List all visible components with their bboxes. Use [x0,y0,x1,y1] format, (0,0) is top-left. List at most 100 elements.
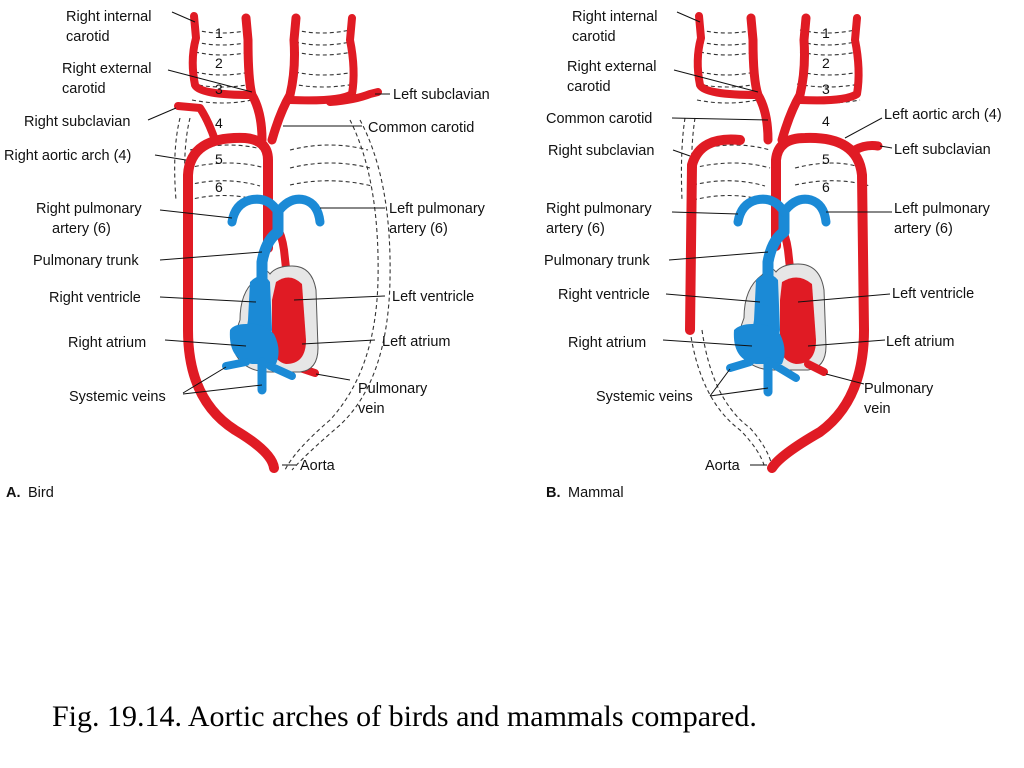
mammal-arch-number: 1 [822,25,830,41]
bird-arch-number: 2 [215,55,223,71]
mammal-left-ventricle-fill [780,277,816,364]
bird-leader-lines [147,11,390,466]
mammal-systemic-vein-right [772,362,800,382]
label-pulmonary-trunk: Pulmonary trunk [544,253,650,269]
label-aorta: Aorta [705,458,741,474]
bird-arch-number: 1 [215,25,223,41]
label-common-carotid: Common carotid [546,111,652,127]
label-right-pulmonary-artery: artery (6) [546,221,605,237]
bird-left-subclavian-vessel [286,14,358,105]
panel-bird: 1 2 3 4 5 6 R [4,9,490,501]
bird-right-subclavian [174,102,219,144]
bird-right-atrium-shape [229,323,279,364]
figure-caption: Fig. 19.14. Aortic arches of birds and m… [52,700,757,733]
mammal-panel-title: B. Mammal [546,485,624,501]
label-right-external-carotid: carotid [567,79,611,95]
mammal-arch-number: 4 [822,113,830,129]
mammal-arch-number: 3 [822,81,830,97]
label-right-ventricle: Right ventricle [49,290,141,306]
bird-arteries [174,12,382,473]
bird-arch-numbers: 1 2 3 4 5 6 [215,25,223,195]
label-left-ventricle: Left ventricle [392,289,474,305]
bird-left-ventricle-fill [272,277,306,364]
bird-labels: Right internal carotid Right external ca… [4,9,490,474]
label-pulmonary-trunk: Pulmonary trunk [33,253,139,269]
mammal-left-pulmonary-artery-vessel [779,194,831,227]
mammal-arch-number: 2 [822,55,830,71]
label-right-atrium: Right atrium [68,335,146,351]
mammal-right-subclavian [685,134,745,335]
mammal-left-external-vessel [796,14,863,105]
label-right-subclavian: Right subclavian [24,114,130,130]
label-right-aortic-arch: Right aortic arch (4) [4,148,131,164]
bird-arch-number: 5 [215,151,223,167]
label-left-subclavian: Left subclavian [393,87,490,103]
bird-pulmonary-trunk-vessel [256,204,284,296]
mammal-arch-number: 5 [822,151,830,167]
label-pulmonary-vein: vein [358,401,385,417]
label-pulmonary-vein: Pulmonary [358,381,428,397]
label-left-subclavian: Left subclavian [894,142,991,158]
bird-veins [222,194,325,395]
label-systemic-veins: Systemic veins [69,389,166,405]
label-right-internal-carotid: carotid [66,29,110,45]
mammal-labels: Right internal carotid Right external ca… [544,9,1002,474]
mammal-leader-lines [662,11,893,466]
label-right-ventricle: Right ventricle [558,287,650,303]
label-right-atrium: Right atrium [568,335,646,351]
mammal-arteries [685,12,883,473]
panel-name: Bird [28,485,54,501]
label-common-carotid: Common carotid [368,120,474,136]
label-pulmonary-vein: vein [864,401,891,417]
bird-left-pulmonary-artery-vessel [273,194,325,227]
label-left-pulmonary-artery: artery (6) [389,221,448,237]
bird-right-internal-carotid [188,12,256,99]
mammal-right-internal-carotid [693,12,762,99]
panel-name: Mammal [568,485,624,501]
panel-mammal: 1 2 3 4 5 6 R [544,9,1002,501]
label-left-pulmonary-artery: Left pulmonary [894,201,991,217]
mammal-left-aortic-arch [767,132,869,473]
label-right-external-carotid: Right external [567,59,656,75]
mammal-right-pulmonary-artery-vessel [733,194,789,227]
mammal-arch-numbers: 1 2 3 4 5 6 [822,25,830,195]
mammal-pulmonary-trunk-vessel [762,204,790,296]
label-right-internal-carotid: Right internal [66,9,151,25]
mammal-systemic-vein-left [726,358,754,372]
label-right-internal-carotid: carotid [572,29,616,45]
label-right-external-carotid: Right external [62,61,151,77]
label-left-ventricle: Left ventricle [892,286,974,302]
label-left-atrium: Left atrium [886,334,955,350]
bird-systemic-vein-right [266,362,296,380]
label-right-subclavian: Right subclavian [548,143,654,159]
mammal-veins [726,194,831,397]
mammal-left-common-carotid [777,13,811,145]
label-aorta: Aorta [300,458,336,474]
mammal-left-subclavian-branch [850,141,883,155]
bird-arch-number: 3 [215,81,223,97]
label-left-aortic-arch: Left aortic arch (4) [884,107,1002,123]
bird-left-subclavian-branch [326,88,382,106]
mammal-arch-number: 6 [822,179,830,195]
label-right-pulmonary-artery: Right pulmonary [546,201,652,217]
bird-left-common-carotid [267,13,301,145]
label-right-pulmonary-artery: Right pulmonary [36,201,142,217]
bird-systemic-vein-left [222,358,250,370]
label-right-internal-carotid: Right internal [572,9,657,25]
bird-arch-number: 4 [215,115,223,131]
bird-panel-title: A. Bird [6,485,54,501]
bird-right-common-carotid [241,13,267,145]
mammal-right-common-carotid [746,13,773,145]
mammal-pulmonary-vein-vessel [804,360,828,376]
label-systemic-veins: Systemic veins [596,389,693,405]
label-left-atrium: Left atrium [382,334,451,350]
bird-arch-number: 6 [215,179,223,195]
label-pulmonary-vein: Pulmonary [864,381,934,397]
mammal-right-atrium-shape [733,323,785,364]
panel-letter: A. [6,485,21,501]
bird-right-aortic-arch [183,132,279,473]
label-left-pulmonary-artery: artery (6) [894,221,953,237]
label-left-pulmonary-artery: Left pulmonary [389,201,486,217]
label-right-pulmonary-artery: artery (6) [52,221,111,237]
